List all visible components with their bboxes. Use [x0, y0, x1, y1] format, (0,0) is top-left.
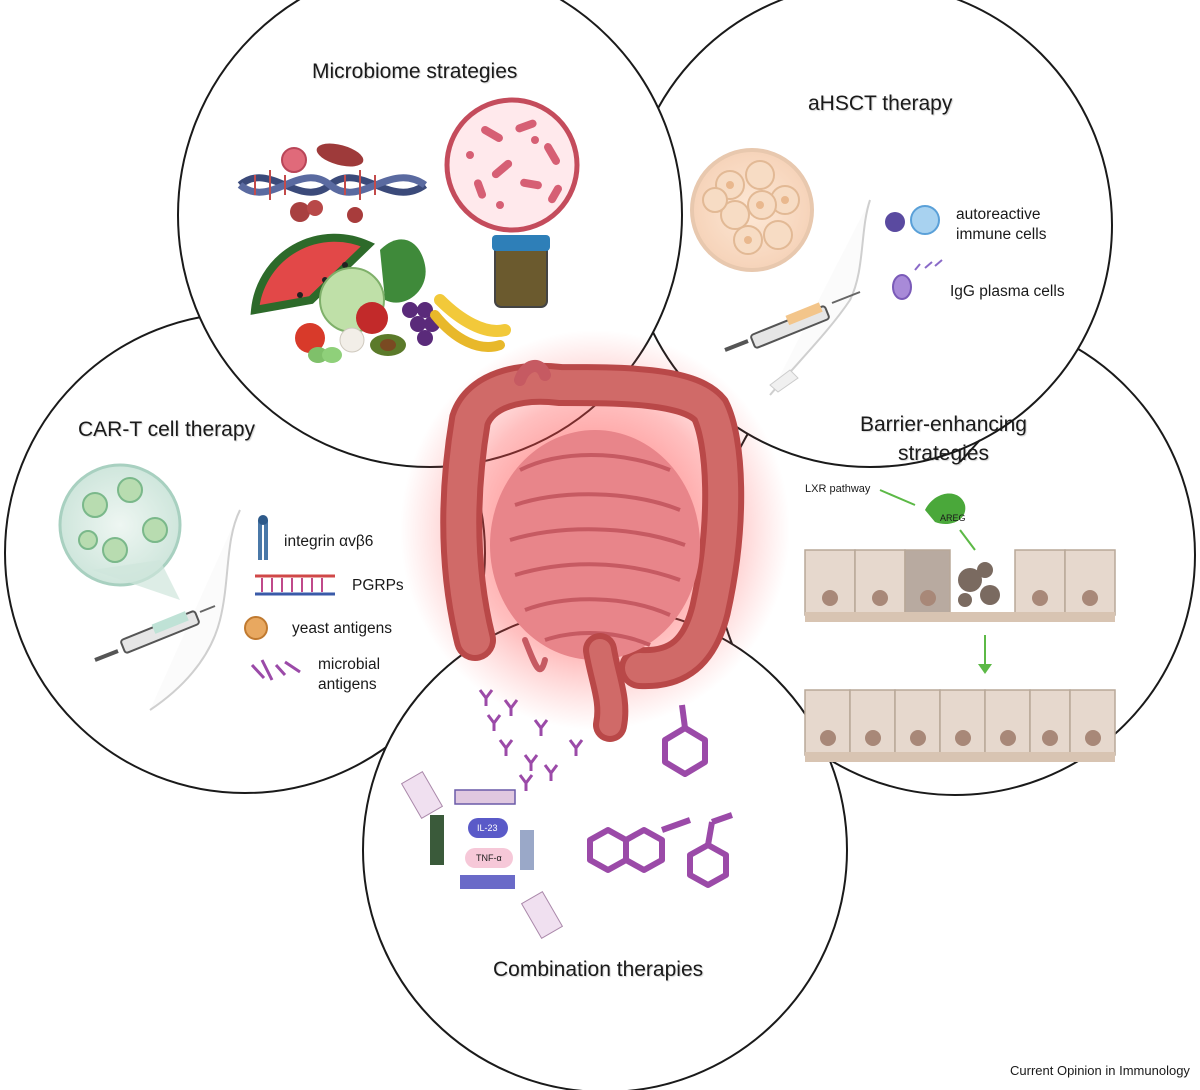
ahsct-panel-title: aHSCT therapy: [808, 92, 953, 115]
gut-illustration: [400, 330, 790, 742]
syringe-cart: [94, 605, 216, 662]
microbial-antigens-label: microbial antigens: [318, 656, 381, 693]
integrin-label: integrin αvβ6: [284, 533, 374, 550]
igg-plasma-cells-label: IgG plasma cells: [950, 283, 1065, 300]
pgrp-icon: [255, 574, 335, 596]
barrier-art: [804, 439, 1116, 762]
yeast-antigens-label: yeast antigens: [292, 620, 392, 637]
microbiome-art: [237, 97, 580, 363]
tnf-label: TNF-α: [476, 853, 502, 863]
barrier-panel-title: Barrier-enhancing strategies: [860, 413, 1027, 465]
small-molecules: [587, 704, 733, 888]
areg-label: AREG: [940, 513, 966, 523]
cart-panel-title: CAR-T cell therapy: [78, 418, 256, 441]
microbiome-panel-title: Microbiome strategies: [312, 60, 518, 83]
watermelon: [250, 233, 375, 315]
stool-sample-jar: [494, 244, 548, 308]
arm-outline-ahsct: [769, 199, 871, 396]
ahsct-art: [690, 148, 943, 396]
yeast-icon: [244, 616, 268, 640]
combination-panel-title: Combination therapies: [493, 958, 704, 981]
autoreactive-immune-cells-label: autoreactive immune cells: [956, 206, 1047, 243]
pgrps-label: PGRPs: [352, 577, 404, 594]
lxr-pathway-label: LXR pathway: [805, 483, 871, 495]
bacteria-magnified-circle: [444, 97, 580, 233]
syringe-ahsct: [724, 291, 861, 352]
bispecific-antibody: [400, 770, 564, 940]
il23-label: IL-23: [477, 823, 498, 833]
arm-outline-cart: [149, 509, 241, 711]
cart-art: [58, 463, 335, 711]
microbial-antigen-icon: [250, 659, 301, 681]
journal-credit: Current Opinion in Immunology: [1010, 1063, 1190, 1078]
